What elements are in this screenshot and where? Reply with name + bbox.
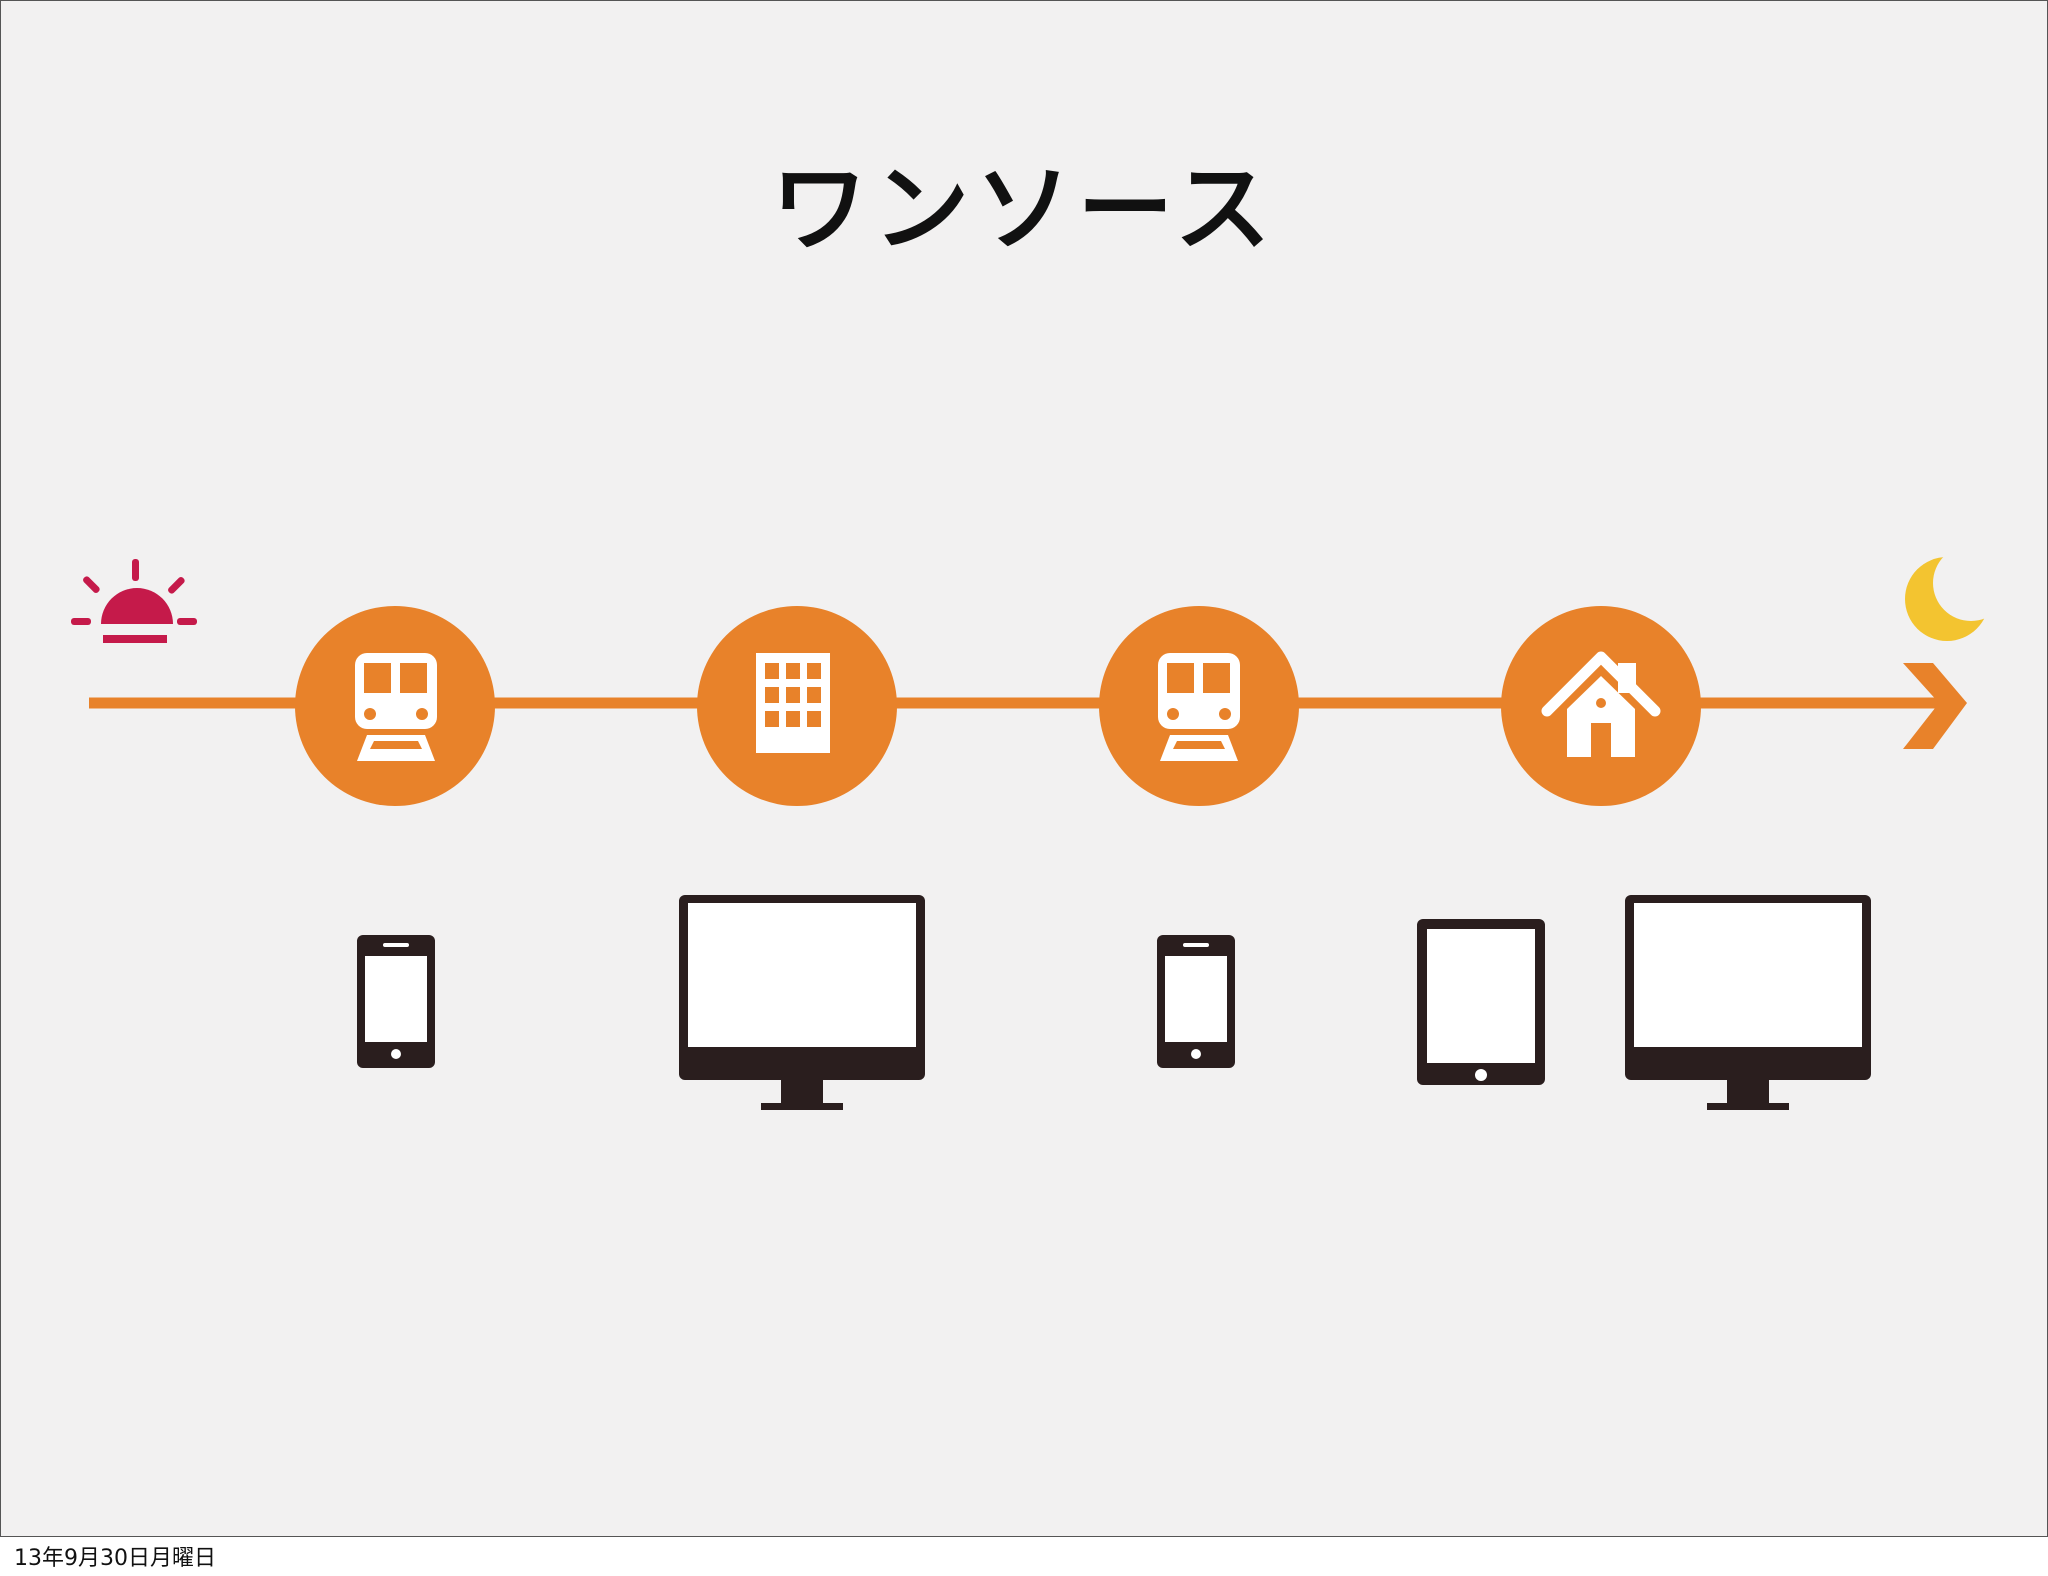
tablet-icon xyxy=(1417,919,1545,1085)
arrow-head-icon xyxy=(1903,663,1967,749)
timeline-stop-1 xyxy=(295,606,495,806)
desktop-monitor-icon xyxy=(1625,895,1871,1110)
footer-date: 13年9月30日月曜日 xyxy=(14,1546,216,1571)
office-building-icon xyxy=(756,653,830,753)
house-icon xyxy=(1541,651,1661,757)
slide: ワンソース xyxy=(0,0,2048,1537)
train-icon xyxy=(355,653,437,761)
timeline-stop-2 xyxy=(697,606,897,806)
desktop-monitor-icon xyxy=(679,895,925,1110)
timeline-stop-3 xyxy=(1099,606,1299,806)
slide-title: ワンソース xyxy=(771,153,1277,265)
sunrise-icon xyxy=(71,559,197,643)
train-icon xyxy=(1158,653,1240,761)
crescent-moon-icon xyxy=(1905,545,2009,641)
smartphone-icon xyxy=(357,935,435,1068)
timeline-stop-4 xyxy=(1501,606,1701,806)
timeline-illustration xyxy=(71,545,2009,1110)
smartphone-icon xyxy=(1157,935,1235,1068)
